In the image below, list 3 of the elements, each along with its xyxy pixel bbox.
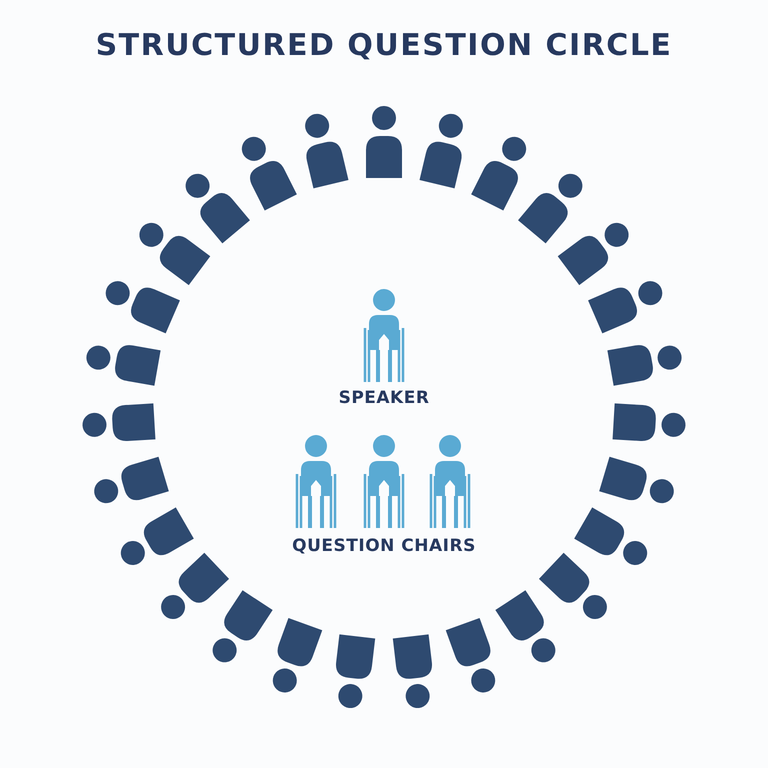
group-label: QUESTION CHAIRS (292, 536, 476, 556)
group-label: SPEAKER (338, 388, 430, 408)
diagram-title: STRUCTURED QUESTION CIRCLE (96, 28, 672, 63)
